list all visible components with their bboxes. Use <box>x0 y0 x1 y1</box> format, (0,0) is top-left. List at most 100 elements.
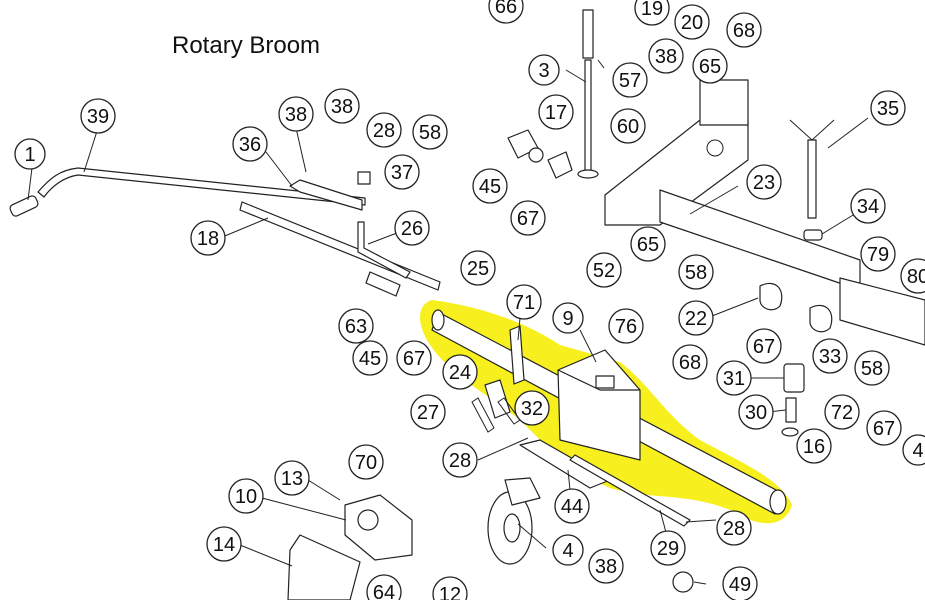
bracket-71 <box>509 325 525 385</box>
callout-22: 22 <box>678 300 714 336</box>
callout-70: 70 <box>348 444 384 480</box>
caster-wheel-4 <box>487 477 541 565</box>
callout-bubble <box>870 90 906 126</box>
callout-number: 23 <box>753 172 775 194</box>
callout-number: 57 <box>619 70 641 92</box>
clip-37 <box>357 171 371 185</box>
callout-14: 14 <box>206 526 242 562</box>
callout-number: 34 <box>857 196 879 218</box>
handle-grip-1 <box>9 195 39 217</box>
callout-bubble <box>324 88 360 124</box>
callout-number: 65 <box>637 234 659 256</box>
callout-bubble <box>692 48 728 84</box>
callout-bubble <box>352 340 388 376</box>
callout-bubble <box>824 394 860 430</box>
callout-number: 35 <box>877 98 899 120</box>
callout-bubble <box>746 328 782 364</box>
lever-26 <box>357 221 411 279</box>
callout-72: 72 <box>824 394 860 430</box>
diagram-title: Rotary Broom <box>172 32 321 59</box>
callout-28: 28 <box>366 112 402 148</box>
callout-60: 60 <box>610 108 646 144</box>
callout-number: 20 <box>681 12 703 34</box>
callout-bubble <box>396 340 432 376</box>
callout-bubble <box>206 526 242 562</box>
knob-49 <box>672 571 694 593</box>
callout-52: 52 <box>586 252 622 288</box>
callout-number: 28 <box>723 518 745 540</box>
callout-bubble <box>746 164 782 200</box>
callout-bubble <box>610 108 646 144</box>
callout-number: 68 <box>679 352 701 374</box>
frame-79 <box>839 277 925 346</box>
callout-76: 76 <box>608 308 644 344</box>
callout-number: 31 <box>723 368 745 390</box>
callout-bubble <box>796 428 832 464</box>
spring-31 <box>783 363 805 393</box>
callout-number: 38 <box>331 96 353 118</box>
callout-number: 45 <box>359 348 381 370</box>
callout-bubble <box>722 566 758 600</box>
callout-3: 3 <box>528 54 560 86</box>
callout-number: 38 <box>595 556 617 578</box>
callout-12: 12 <box>432 576 468 600</box>
callout-number: 67 <box>753 336 775 358</box>
callout-16: 16 <box>796 428 832 464</box>
callout-bubble <box>554 488 590 524</box>
callout-number: 27 <box>417 402 439 424</box>
callout-number: 28 <box>373 120 395 142</box>
callout-number: 33 <box>819 346 841 368</box>
callout-bubble <box>410 394 446 430</box>
callout-26: 26 <box>394 210 430 246</box>
callout-58: 58 <box>854 350 890 386</box>
callout-bubble <box>850 188 886 224</box>
callout-bubble <box>634 0 670 26</box>
callout-number: 67 <box>873 418 895 440</box>
callout-65: 65 <box>692 48 728 84</box>
callout-9: 9 <box>552 302 584 334</box>
callout-number: 63 <box>345 316 367 338</box>
callout-number: 19 <box>641 0 663 20</box>
plate-14 <box>287 534 361 600</box>
callout-number: 17 <box>545 102 567 124</box>
callout-number: 49 <box>729 574 751 596</box>
callout-bubble <box>432 576 468 600</box>
callout-34: 34 <box>850 188 886 224</box>
callout-bubble <box>674 4 710 40</box>
callout-number: 26 <box>401 218 423 240</box>
callout-bubble <box>366 574 402 600</box>
callout-bubble <box>394 210 430 246</box>
callout-bubble <box>612 62 648 98</box>
callout-number: 58 <box>419 122 441 144</box>
callout-58: 58 <box>678 254 714 290</box>
callout-67: 67 <box>746 328 782 364</box>
callout-number: 76 <box>615 316 637 338</box>
callout-bubble <box>586 252 622 288</box>
callout-bubble <box>80 98 116 134</box>
link-24 <box>484 379 511 419</box>
spring-27 <box>471 397 495 433</box>
callout-bubble <box>812 338 848 374</box>
callout-64: 64 <box>366 574 402 600</box>
callout-58: 58 <box>412 114 448 150</box>
callout-number: 64 <box>373 582 395 600</box>
callout-bubble <box>384 154 420 190</box>
callout-17: 17 <box>538 94 574 130</box>
callout-bubble <box>672 344 708 380</box>
callout-44: 44 <box>554 488 590 524</box>
callout-number: 52 <box>593 260 615 282</box>
callout-number: 36 <box>239 134 261 156</box>
callout-4: 4 <box>902 434 925 466</box>
callout-30: 30 <box>738 394 774 430</box>
callout-number: 37 <box>391 162 413 184</box>
callout-bubble <box>442 354 478 390</box>
callout-68: 68 <box>672 344 708 380</box>
callout-number: 71 <box>513 292 535 314</box>
callout-80: 80 <box>900 258 925 294</box>
callout-bubble <box>716 510 752 546</box>
callout-number: 10 <box>235 486 257 508</box>
callout-1: 1 <box>14 138 46 170</box>
callout-19: 19 <box>634 0 670 26</box>
callout-bubble <box>866 410 902 446</box>
